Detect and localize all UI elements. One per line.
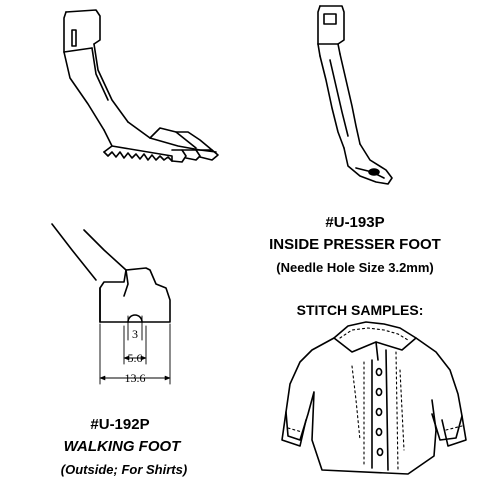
walking-foot-name: WALKING FOOT xyxy=(63,438,181,455)
walking-foot-note: (Outside; For Shirts) xyxy=(60,462,188,477)
walking-foot-code: #U-192P xyxy=(90,416,150,433)
stitch-samples-heading: STITCH SAMPLES: xyxy=(296,302,424,318)
inside-foot-illustration xyxy=(317,5,393,185)
inside-foot-note: (Needle Hole Size 3.2mm) xyxy=(276,260,434,275)
inside-foot-code: #U-193P xyxy=(325,214,385,231)
dimension-inner: 5.6 xyxy=(128,351,143,365)
dimension-outer: 13.6 xyxy=(125,371,146,385)
dimension-hole: 3 xyxy=(132,327,138,341)
shirt-stitch-sample-illustration xyxy=(281,321,467,475)
walking-foot-front-illustration xyxy=(51,223,171,385)
inside-foot-name: INSIDE PRESSER FOOT xyxy=(269,236,441,253)
walking-foot-3d-illustration xyxy=(63,9,219,163)
